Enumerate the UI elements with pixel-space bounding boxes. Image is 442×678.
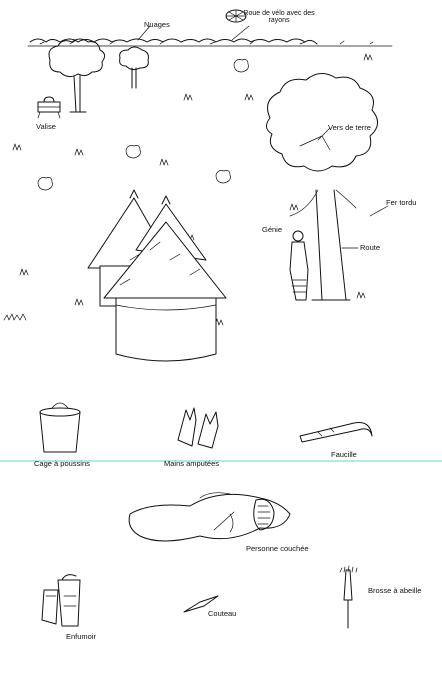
cage-poussins-icon [39,402,81,453]
label-route: Route [360,243,381,252]
label-genie: Génie [262,225,283,234]
nuages-pointer [137,25,151,41]
horizon-clouds [27,38,393,47]
label-enfumoir: Enfumoir [66,632,97,641]
brosse-abeille-icon [339,565,358,629]
small-tree-icon [119,46,149,89]
valise-icon [37,96,61,119]
label-cage-poussins: Cage à poussins [34,459,90,468]
label-faucille: Faucille [331,450,357,459]
bushes [37,59,249,191]
label-mains-amputees: Mains amputées [164,459,220,468]
genie-figure-icon [289,230,309,301]
couteau-icon [183,595,219,613]
label-fer-tordu: Fer tordu [386,198,417,207]
personne-couchee-icon [128,492,291,542]
bicycle-wheel-icon [225,9,247,23]
faucille-icon [299,422,373,443]
roue-pointer [231,25,250,41]
label-couteau: Couteau [208,609,237,618]
label-personne-couchee: Personne couchée [246,544,309,553]
label-nuages: Nuages [144,20,170,29]
mains-amputees-icon [177,407,219,449]
fer-pointer [369,205,389,217]
huts-icon [87,189,227,362]
label-valise: Valise [36,122,56,131]
label-roue-velo: Roue de vélo avec des rayons [243,10,315,24]
left-tree-icon [48,38,106,113]
big-tree-icon [266,73,378,301]
enfumoir-icon [41,574,81,627]
label-brosse-abeille: Brosse à abeille [368,586,422,595]
label-vers-de-terre: Vers de terre [328,123,371,132]
vers-pointer [317,127,331,141]
